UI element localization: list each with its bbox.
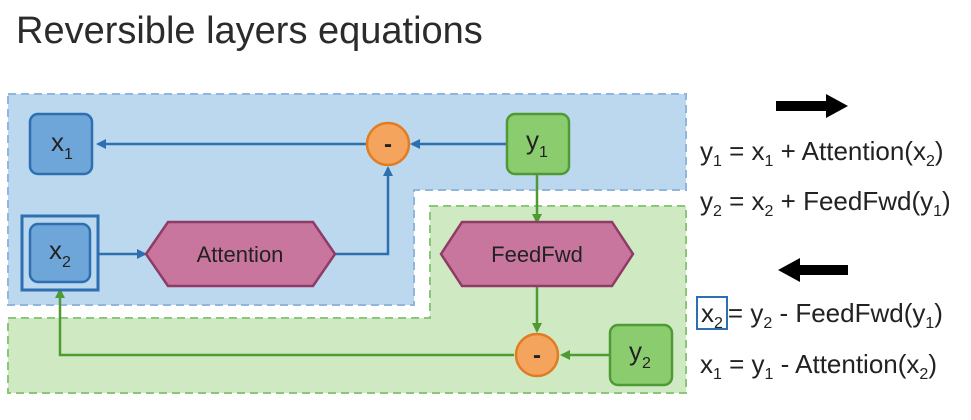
y2-label: y — [629, 336, 642, 366]
attention-block: Attention — [144, 220, 337, 288]
right-arrow-icon — [776, 94, 848, 118]
attention-label: Attention — [197, 242, 284, 267]
equation-forward-1: y1 = x1 + Attention(x2) — [700, 136, 944, 170]
svg-text:y1: y1 — [526, 125, 548, 161]
minus-top-symbol: - — [384, 131, 392, 158]
svg-text:x2: x2 — [49, 235, 71, 271]
equation-forward-2: y2 = x2 + FeedFwd(y1) — [700, 186, 951, 220]
left-arrow-icon — [778, 258, 848, 282]
y1-subscript: 1 — [539, 144, 548, 161]
equation-backward-2: x1 = y1 - Attention(x2) — [700, 349, 937, 383]
x1-node: x1 — [28, 112, 94, 176]
svg-text:y2: y2 — [629, 336, 651, 372]
x2-subscript: 2 — [62, 254, 71, 271]
boxed-x2: x2 — [696, 296, 728, 332]
arrow-attention-to-minus — [335, 166, 393, 256]
arrow-minus-to-x2 — [55, 288, 514, 357]
x2-node: x2 — [20, 214, 100, 292]
minus-bottom-symbol: - — [533, 342, 541, 369]
minus-operator-top: - — [365, 121, 411, 167]
x1-label: x — [51, 127, 64, 157]
y2-subscript: 2 — [642, 355, 651, 372]
feedfwd-label: FeedFwd — [491, 242, 583, 267]
page-title: Reversible layers equations — [16, 10, 483, 52]
x2-label: x — [49, 235, 62, 265]
equation-backward-1: x2= y2 - FeedFwd(y1) — [696, 296, 943, 332]
x1-subscript: 1 — [64, 146, 73, 163]
y1-label: y — [526, 125, 539, 155]
svg-text:x1: x1 — [51, 127, 73, 163]
feedfwd-block: FeedFwd — [439, 220, 635, 288]
y1-node: y1 — [505, 112, 571, 176]
minus-operator-bottom: - — [514, 332, 560, 378]
y2-node: y2 — [608, 323, 674, 387]
